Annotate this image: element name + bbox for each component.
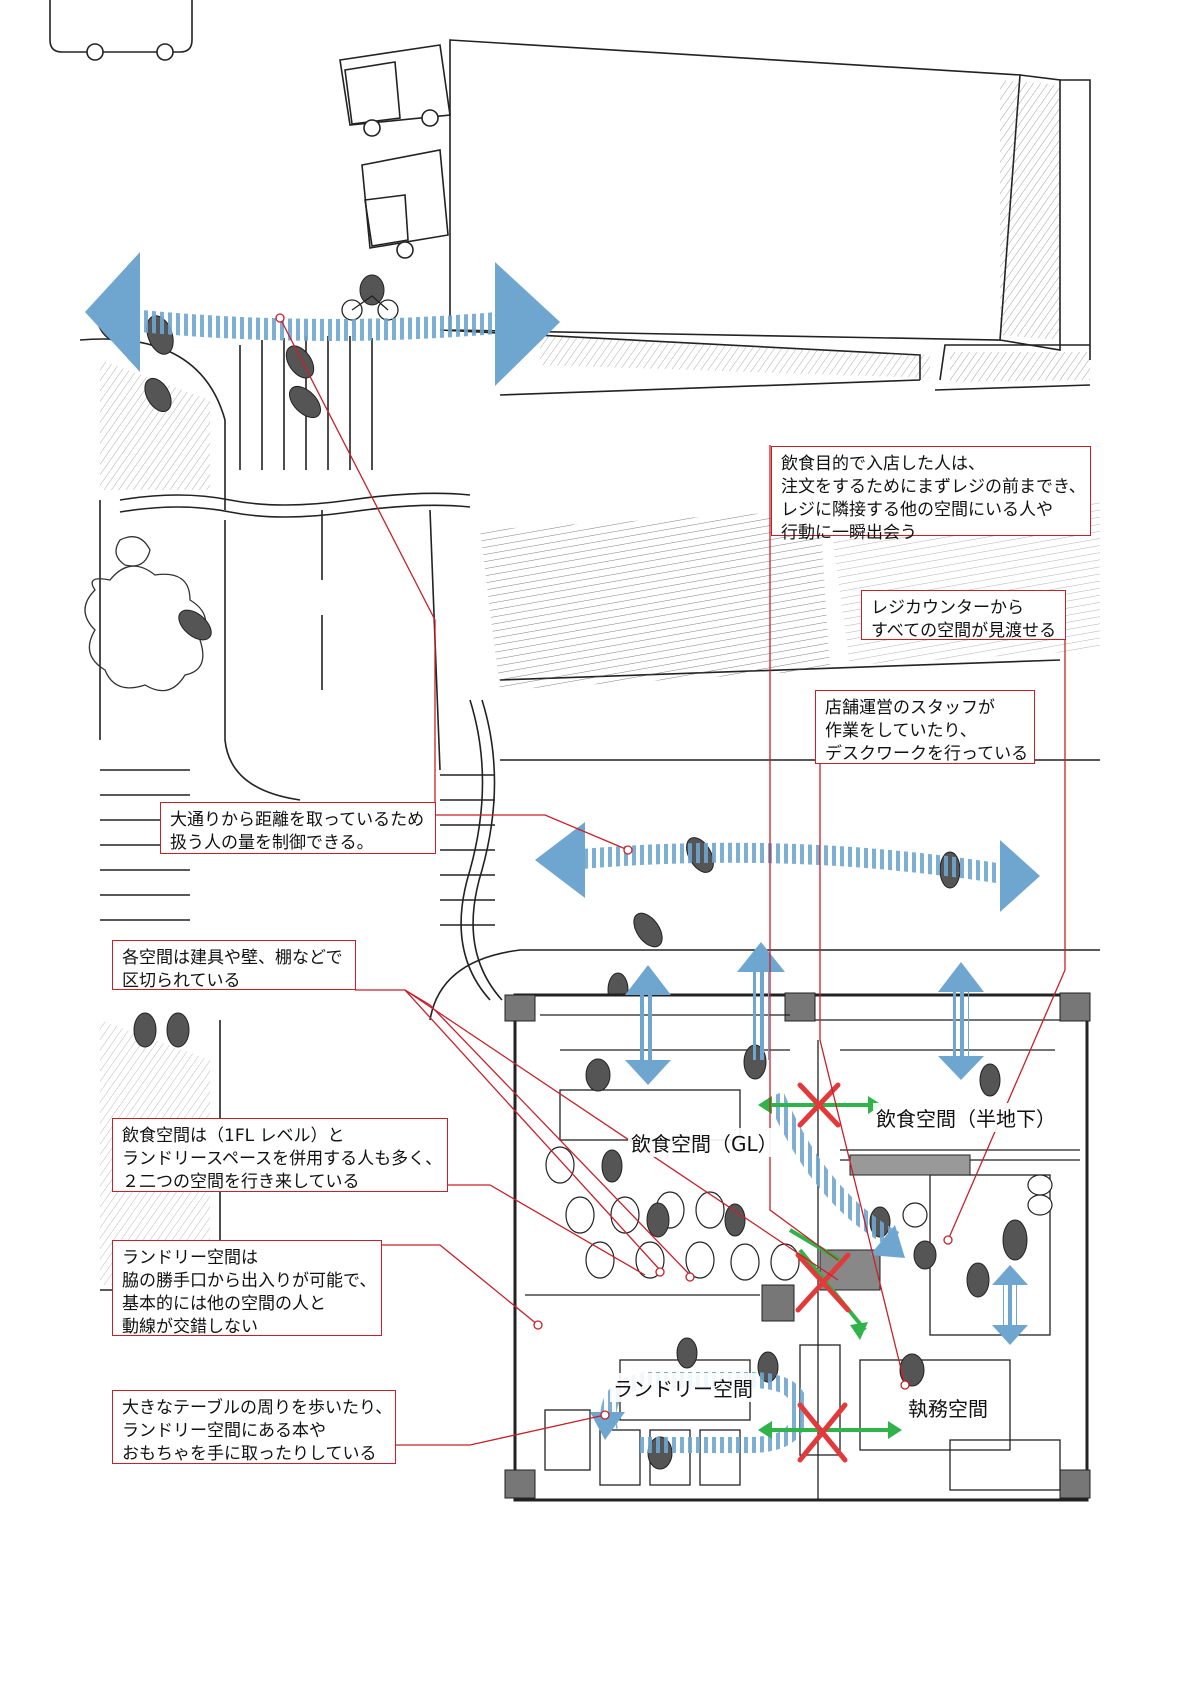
note-line: デスクワークを行っている (825, 744, 1029, 764)
tree (84, 536, 207, 692)
room-label-dining-gl: 飲食空間（GL） (628, 1128, 781, 1157)
annotation-leaders (275, 313, 1066, 1446)
hatched-sidewalk (100, 360, 210, 490)
flow-arrowhead-street-right (495, 262, 560, 386)
note-line: 基本的には他の空間の人と (122, 1294, 326, 1314)
flow-arrowhead-sidewalk-left (535, 822, 585, 898)
note-register: レジカウンターから すべての空間が見渡せる (861, 590, 1066, 641)
note-line: レジカウンターから (871, 598, 1024, 618)
note-line: 飲食空間は（1FL レベル）と (122, 1126, 345, 1146)
room-label-office: 執務空間 (905, 1393, 991, 1422)
note-staff: 店舗運営のスタッフが 作業をしていたり、 デスクワークを行っている (815, 690, 1035, 764)
hatched-lawn (480, 510, 830, 690)
note-line: レジに隣接する他の空間にいる人や (781, 500, 1053, 520)
note-line: おもちゃを手に取ったりしている (122, 1444, 377, 1464)
note-table: 大きなテーブルの周りを歩いたり、 ランドリー空間にある本や おもちゃを手に取った… (112, 1390, 396, 1464)
note-line: 各空間は建具や壁、棚などで (122, 948, 343, 968)
note-line: 作業をしていたり、 (825, 721, 977, 741)
note-line: 扱う人の量を制御できる。 (170, 833, 374, 853)
note-entry: 飲食目的で入店した人は、 注文をするためにまずレジの前までき、 レジに隣接する他… (771, 446, 1091, 543)
hatched-road-strip (540, 335, 930, 378)
note-line: 店舗運営のスタッフが (825, 698, 995, 718)
note-line: 飲食目的で入店した人は、 (781, 454, 985, 474)
hatched-facade (1000, 80, 1060, 340)
street-linework (49, 0, 1100, 1291)
hatched-road-right (950, 352, 1090, 382)
note-line: 動線が交錯しない (122, 1317, 258, 1337)
note-line: 注文をするためにまずレジの前までき、 (781, 477, 1086, 497)
note-line: ランドリー空間は (122, 1248, 258, 1268)
note-line: 脇の勝手口から出入りが可能で、 (122, 1271, 377, 1291)
flow-arrows-entrances (625, 942, 1028, 1345)
flow-arrow-street (128, 309, 532, 341)
flow-arrow-interior (766, 1091, 900, 1248)
flow-arrowhead-sidewalk-right (1000, 840, 1040, 912)
note-line: 大通りから距離を取っているため (170, 810, 425, 830)
room-label-laundry: ランドリー空間 (610, 1373, 756, 1402)
note-laundry-access: ランドリー空間は 脇の勝手口から出入りが可能で、 基本的には他の空間の人と 動線… (112, 1240, 382, 1337)
note-line: 行動に一瞬出会う (781, 523, 917, 543)
room-label-dining-basement: 飲食空間（半地下） (873, 1103, 1059, 1132)
note-distance: 大通りから距離を取っているため 扱う人の量を制御できる。 (160, 802, 436, 854)
note-line: すべての空間が見渡せる (871, 621, 1057, 641)
note-line: ２二つの空間を行き来している (122, 1172, 360, 1192)
note-line: 区切られている (122, 971, 241, 991)
flow-arrow-sidewalk (569, 842, 1012, 885)
note-line: ランドリー空間にある本や (122, 1421, 326, 1441)
flow-arrowhead-street-left (85, 252, 140, 372)
note-partition: 各空間は建具や壁、棚などで 区切られている (112, 940, 356, 991)
note-dining-laundry: 飲食空間は（1FL レベル）と ランドリースペースを併用する人も多く、 ２二つの… (112, 1118, 448, 1192)
blocked-crosses (795, 1082, 851, 1463)
note-line: ランドリースペースを併用する人も多く、 (122, 1149, 443, 1169)
note-line: 大きなテーブルの周りを歩いたり、 (122, 1398, 393, 1418)
